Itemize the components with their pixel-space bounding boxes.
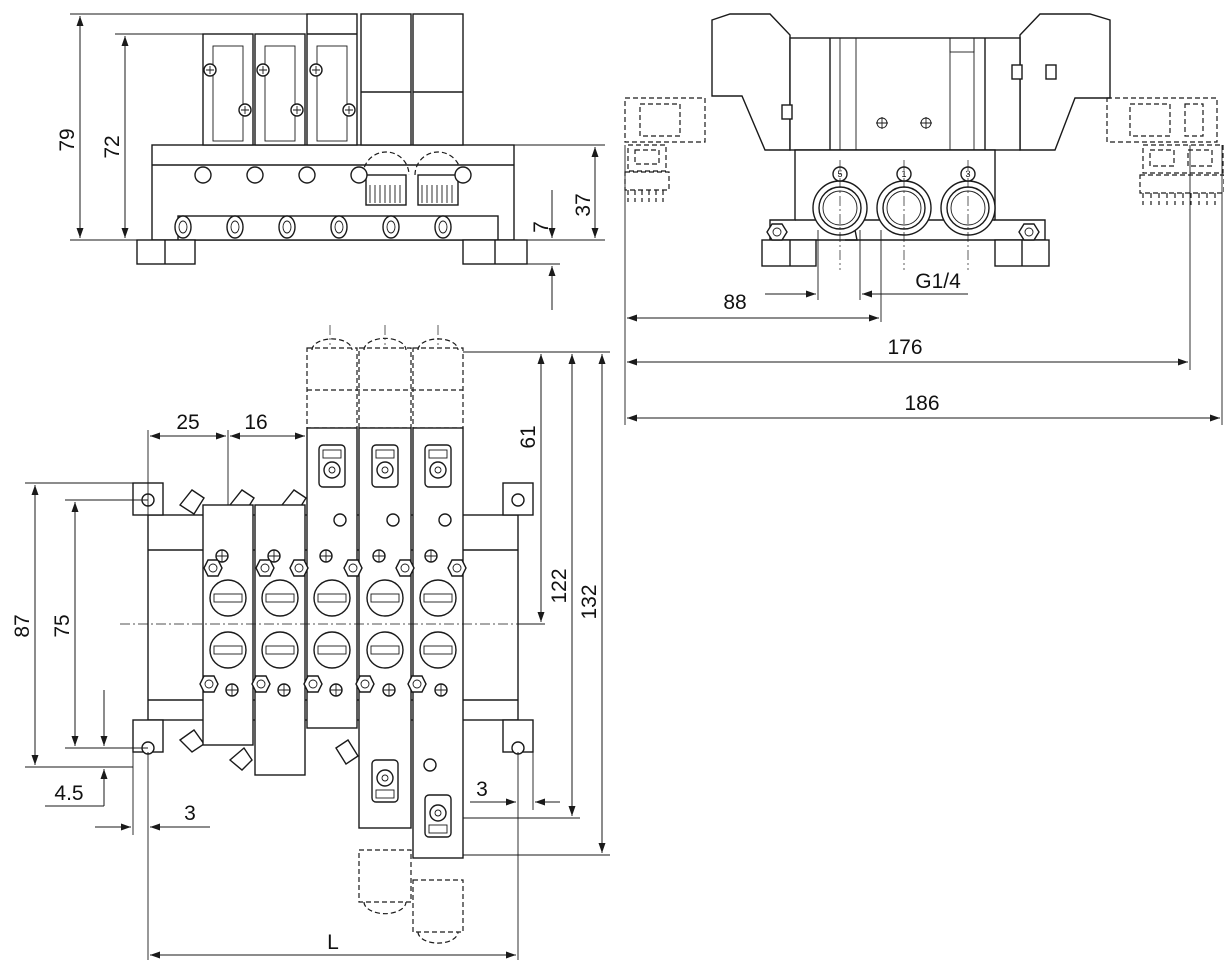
dim-side-port-offset: 88 (723, 291, 746, 314)
screw-icon (215, 549, 448, 697)
dim-top-pitch-station: 16 (244, 411, 267, 434)
dim-top-hole-offset: 4.5 (54, 782, 83, 805)
solenoid-indicator-icon (318, 444, 452, 838)
port-label-5: 5 (837, 169, 842, 179)
dim-top-length-inner: 122 (548, 568, 571, 603)
dim-top-edge-offset-right: 3 (476, 778, 488, 801)
dim-top-mount-overall: 87 (11, 614, 34, 637)
dim-top-solenoid-extension: 61 (517, 425, 540, 448)
port-fittings (174, 215, 452, 239)
solenoid-housings (202, 13, 358, 146)
dim-top-length-overall: 132 (578, 584, 601, 619)
port-label-1: 1 (901, 169, 906, 179)
dim-side-width-inner: 176 (887, 336, 922, 359)
dim-side-port-thread: G1/4 (915, 270, 961, 293)
screw-icon (203, 63, 356, 117)
dim-front-base-height: 37 (572, 193, 595, 216)
station-ports (209, 579, 457, 669)
ports (812, 160, 996, 270)
dim-side-width-overall: 186 (904, 392, 939, 415)
dim-top-mount-hole-pitch: 75 (51, 614, 74, 637)
dim-top-edge-offset-left: 3 (184, 802, 196, 825)
front-view (70, 13, 605, 310)
side-view: 5 1 3 (624, 13, 1224, 425)
hex-bolt-icon (199, 559, 467, 693)
dim-manifold-length: L (327, 931, 339, 954)
dim-front-height-overall: 79 (56, 128, 79, 151)
dim-top-pitch-first: 25 (176, 411, 199, 434)
screw-icon (876, 117, 932, 129)
top-view (25, 325, 610, 960)
port-label-3: 3 (965, 169, 970, 179)
dim-front-foot-height: 7 (530, 221, 553, 233)
hex-bolt-icon (766, 223, 1040, 241)
dim-front-height-solenoid: 72 (101, 135, 124, 158)
